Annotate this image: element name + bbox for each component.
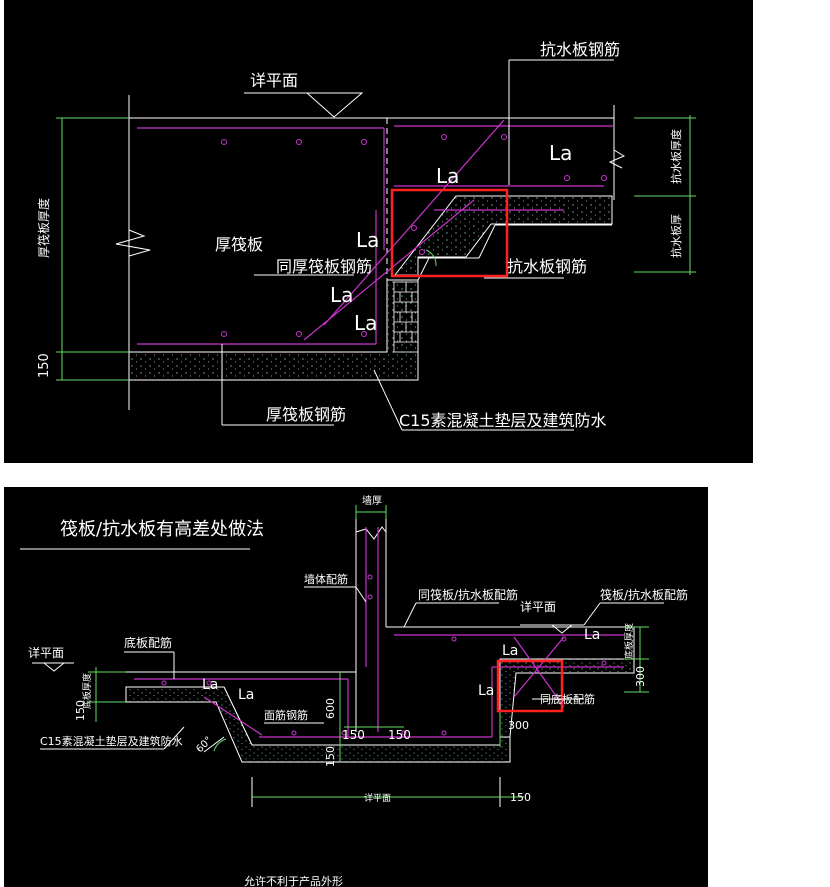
label-bottom-rebar: 底板配筋 (124, 635, 172, 650)
label-c15: C15素混凝土垫层及建筑防水 (399, 411, 607, 430)
break-symbols (115, 229, 151, 257)
rebar-dots (221, 134, 607, 337)
dimension-lines (88, 505, 649, 798)
brick-wall (393, 281, 419, 353)
dim-slab-thickness: 底板厚度 (81, 673, 93, 709)
label-wall-rebar: 墙体配筋 (304, 572, 348, 586)
label-la-3: La (502, 643, 518, 659)
dimension-lines-left (56, 117, 129, 381)
label-top-rebar: 面筋钢筋 (264, 708, 308, 722)
detail-drawing-bottom: 筏板/抗水板有高差处做法 (4, 487, 708, 887)
label-elevation: 详平面 (250, 71, 298, 90)
label-la-2: La (436, 164, 459, 188)
label-waterproof-rebar-right: 抗水板钢筋 (507, 257, 587, 276)
rebar-dots (161, 574, 607, 736)
label-la-1: La (549, 141, 572, 165)
label-elevation-bottom: 详平面 (364, 792, 391, 804)
dim-150-right: 150 (510, 791, 531, 804)
label-same-raft-rebar: 同厚筏板钢筋 (276, 257, 372, 276)
label-same-bottom-rebar: 同底板配筋 (540, 692, 595, 706)
label-la-5: La (354, 311, 377, 335)
dim-600: 600 (324, 698, 337, 719)
label-waterproof-rebar-top: 抗水板钢筋 (540, 40, 620, 59)
angle-arc (213, 738, 227, 752)
highlight-box (496, 659, 564, 713)
leader-lines (221, 59, 614, 431)
label-la-5: La (478, 683, 494, 699)
detail-drawing-top-svg: 详平面 抗水板钢筋 La La La La La 厚筏板 同厚筏板钢筋 抗水板钢… (36, 40, 696, 431)
elevation-markers (32, 624, 584, 807)
angle-arc (425, 249, 437, 267)
drawing-title: 筏板/抗水板有高差处做法 (60, 519, 264, 540)
elevation-marker (244, 92, 364, 118)
rebar-lines (134, 527, 624, 738)
dim-300: 300 (634, 666, 647, 687)
dim-angle: 60° (194, 735, 214, 755)
dim-raft-thickness: 厚筏板厚度 (36, 198, 51, 258)
detail-drawing-top: 详平面 抗水板钢筋 La La La La La 厚筏板 同厚筏板钢筋 抗水板钢… (4, 0, 753, 463)
dim-300-b: 300 (508, 719, 529, 732)
label-raft-wp-rebar: 筏板/抗水板配筋 (600, 587, 688, 602)
dim-150: 150 (37, 353, 52, 378)
dim-wp-thickness-b: 抗水板厚 (669, 214, 683, 258)
label-elevation-left: 详平面 (28, 645, 64, 660)
dimension-lines-right (634, 115, 696, 275)
label-same-raft-rebar: 同筏板/抗水板配筋 (418, 587, 518, 602)
label-raft: 厚筏板 (215, 235, 263, 254)
footer-text: 允许不利于产品外形 (244, 874, 343, 887)
detail-drawing-bottom-svg: 筏板/抗水板有高差处做法 (20, 494, 688, 887)
dim-wp-thickness-a: 抗水板厚度 (669, 129, 683, 184)
label-la-4: La (330, 283, 353, 307)
dim-150-left: 150 (74, 700, 87, 721)
label-la-2: La (238, 687, 254, 703)
c15-cushion-layer (125, 686, 511, 763)
label-elevation-right: 详平面 (520, 599, 556, 614)
dim-150-mid-b: 150 (388, 728, 411, 742)
label-wall-thickness: 墙厚 (362, 494, 382, 507)
rebar-lines (137, 119, 614, 345)
label-raft-rebar: 厚筏板钢筋 (266, 405, 346, 424)
label-la-3: La (356, 228, 379, 252)
dim-150-mid-a: 150 (342, 728, 365, 742)
label-c15: C15素混凝土垫层及建筑防水 (40, 734, 183, 748)
label-la-1: La (202, 677, 218, 693)
dim-150-vertical: 150 (324, 746, 337, 767)
dim-slab-thickness-right: 底板厚度 (623, 623, 635, 659)
highlight-box (390, 188, 509, 278)
leader-lines (40, 586, 664, 753)
label-la-4: La (584, 627, 600, 643)
